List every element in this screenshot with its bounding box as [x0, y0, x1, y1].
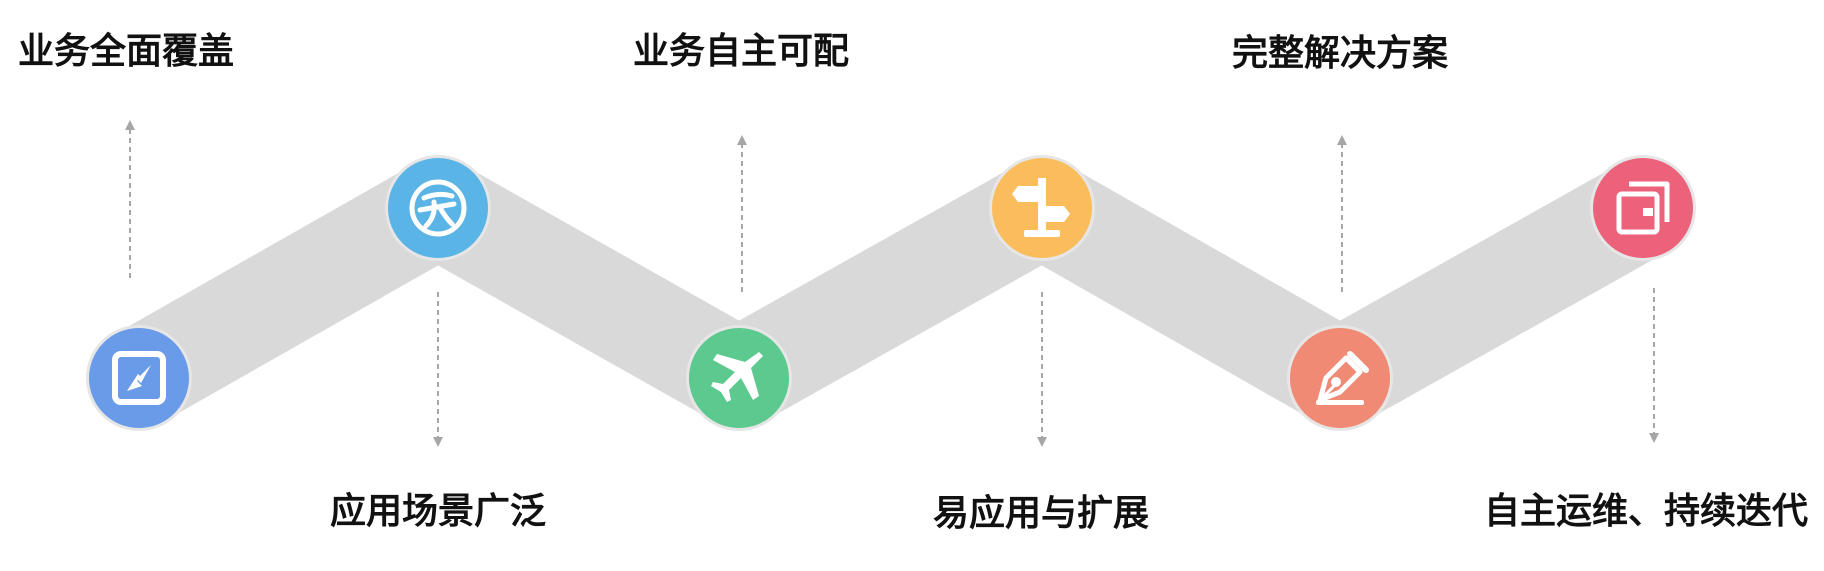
- wallet-icon: [1616, 181, 1670, 235]
- arrow-group: [125, 120, 1659, 447]
- step-label-2: 应用场景广泛: [330, 491, 547, 532]
- band-segment: [413, 164, 764, 422]
- compass-icon: [112, 351, 166, 405]
- airplane-icon: [711, 352, 767, 402]
- step-node-3: [686, 325, 792, 431]
- step-label-6: 自主运维、持续迭代: [1484, 491, 1809, 532]
- node-group: [86, 155, 1696, 431]
- node-circle: [1290, 328, 1390, 428]
- globe-icon: [409, 179, 467, 237]
- band-segment: [1017, 164, 1365, 422]
- band-segment: [114, 164, 463, 422]
- step-node-1: [86, 325, 192, 431]
- step-node-5: [1287, 325, 1393, 431]
- band-segment: [714, 164, 1067, 422]
- step-node-2: [385, 155, 491, 261]
- step-node-6: [1590, 155, 1696, 261]
- step-node-4: [989, 155, 1095, 261]
- step-label-3: 业务自主可配: [633, 31, 850, 72]
- zigzag-band: [89, 158, 1693, 428]
- band-segment: [1315, 164, 1668, 422]
- pen-nib-icon: [1316, 351, 1369, 405]
- step-label-1: 业务全面覆盖: [18, 31, 235, 72]
- signpost-icon: [1012, 178, 1070, 237]
- step-label-5: 完整解决方案: [1232, 33, 1449, 74]
- step-label-4: 易应用与扩展: [933, 493, 1150, 534]
